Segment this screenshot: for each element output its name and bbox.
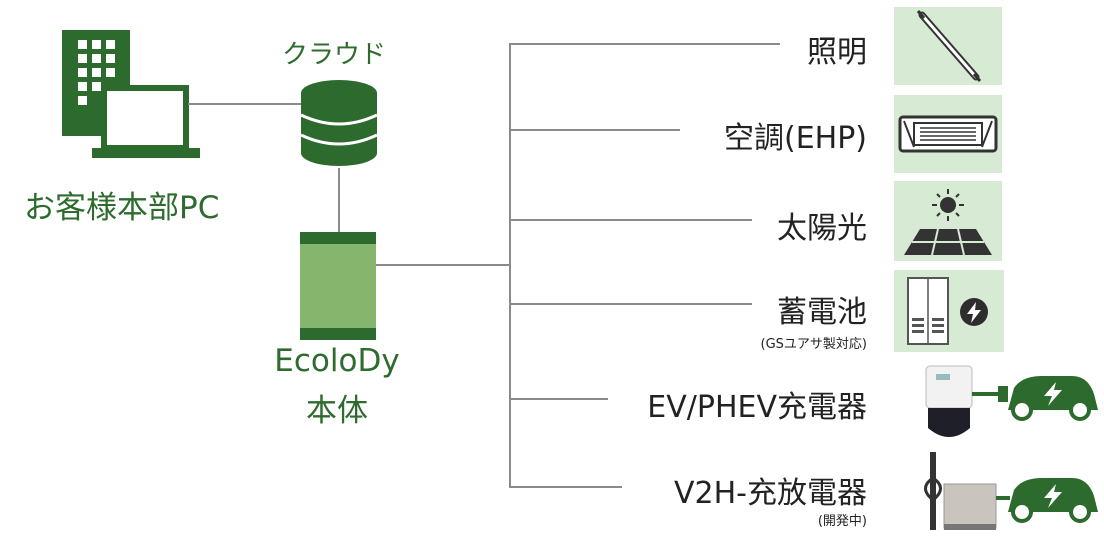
device-sub-v2h: (開発中) [817, 514, 867, 529]
client-label: お客様本部PC [24, 190, 220, 226]
branch-v2h [510, 486, 622, 488]
ceiling-ac-icon [894, 95, 1002, 173]
connector-unit-bus [376, 264, 510, 266]
ecolody-unit-icon [300, 232, 376, 340]
fluorescent-tube-icon [894, 7, 1002, 85]
device-label-battery: 蓄電池 [777, 295, 867, 330]
branch-solar [510, 219, 752, 221]
database-icon [299, 79, 379, 169]
ev-charger-icon [922, 362, 1102, 448]
branch-battery [510, 303, 752, 305]
unit-name: EcoloDy [274, 343, 400, 379]
cloud-label: クラウド [282, 40, 387, 70]
device-bus [509, 43, 511, 488]
device-label-solar: 太陽光 [777, 211, 867, 246]
device-label-ac: 空調(EHP) [723, 121, 867, 156]
branch-ev [510, 398, 608, 400]
unit-sub: 本体 [306, 393, 368, 429]
branch-lighting [510, 43, 780, 45]
device-label-lighting: 照明 [807, 35, 867, 70]
device-label-ev: EV/PHEV充電器 [647, 390, 867, 425]
connector-pc-cloud [188, 103, 302, 105]
office-computer-icon [58, 30, 203, 165]
branch-ac [510, 129, 680, 131]
battery-cabinet-icon [894, 270, 1004, 352]
device-label-v2h: V2H-充放電器 [674, 476, 867, 511]
v2h-unit-icon [914, 448, 1102, 534]
solar-panel-icon [894, 181, 1002, 261]
connector-cloud-unit [338, 168, 340, 232]
device-sub-battery: (GSユアサ製対応) [760, 337, 867, 352]
